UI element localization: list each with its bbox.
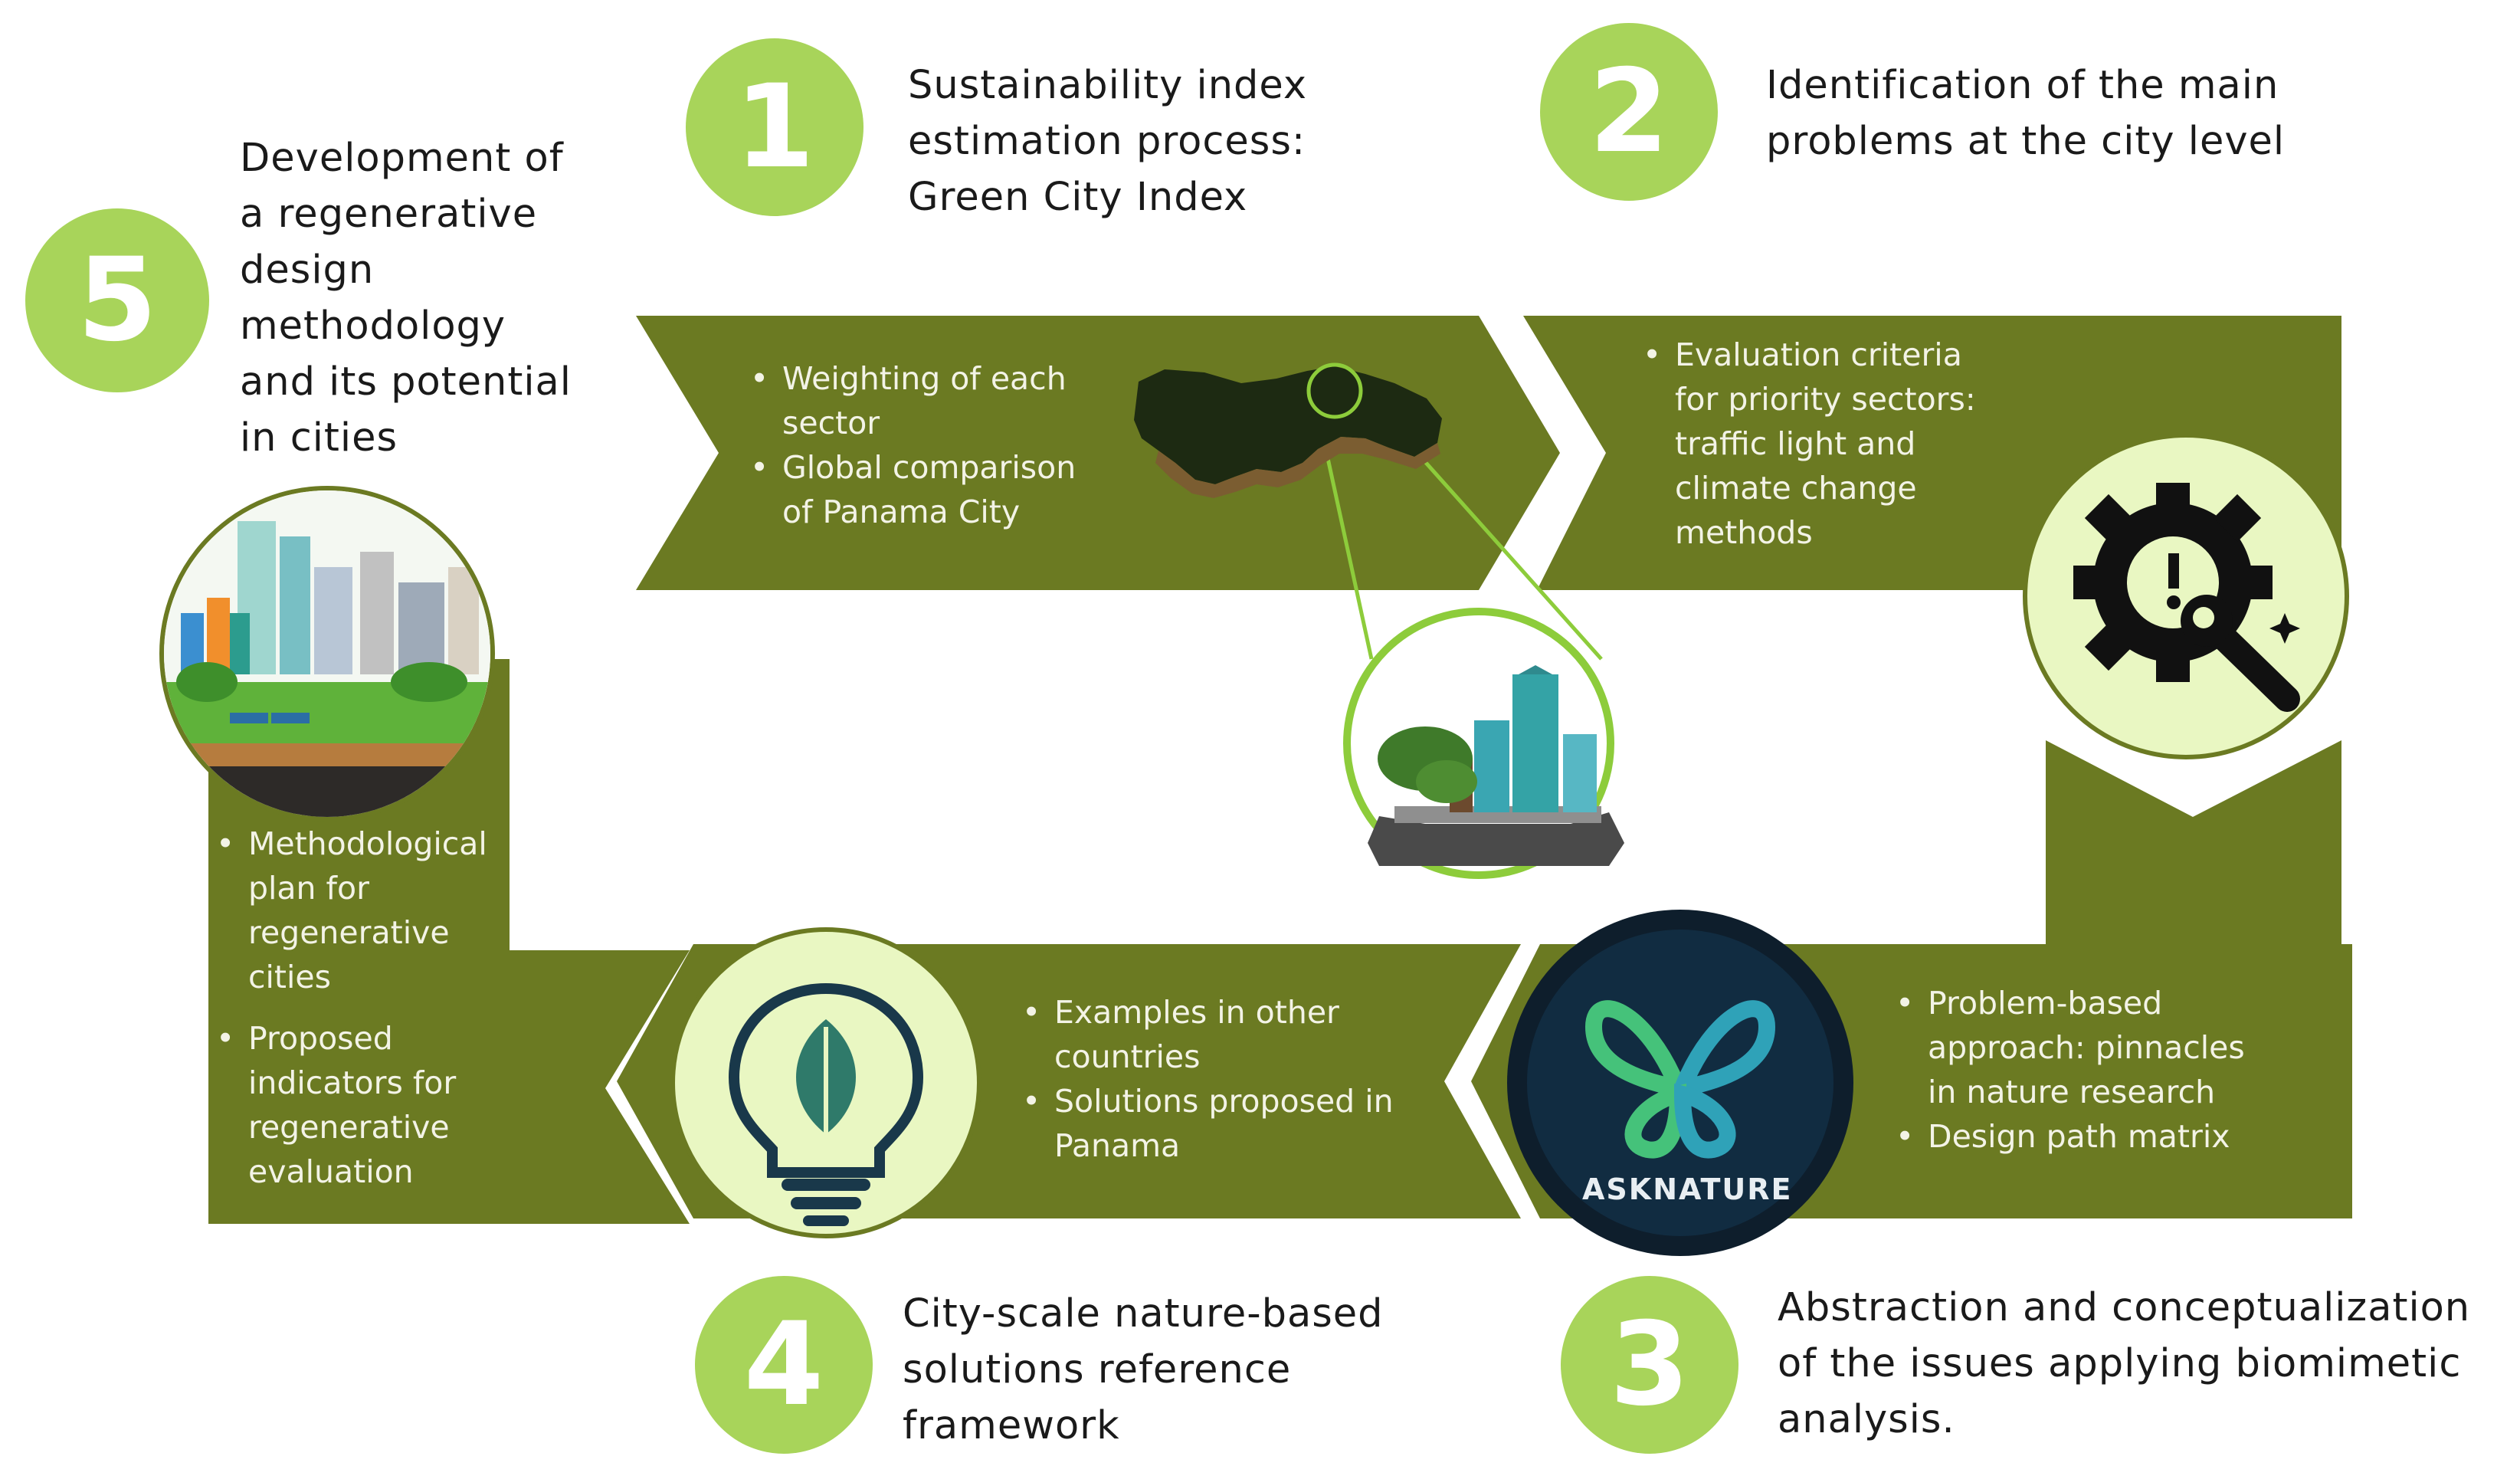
panama-city-skyline-icon <box>1343 608 1624 879</box>
asknature-wordmark: ASKNATURE <box>1582 1172 1793 1206</box>
step-title-1: Sustainability index estimation process:… <box>908 63 1308 220</box>
step-number-3: 3 <box>1561 1276 1738 1454</box>
step-number-1: 1 <box>686 38 863 216</box>
asknature-butterfly-logo <box>1507 910 1853 1256</box>
step-number-4: 4 <box>695 1276 873 1454</box>
step-number-2: 2 <box>1540 23 1718 201</box>
bullet-item: Design path matrix <box>1892 1114 2245 1159</box>
leaf-lightbulb-icon <box>670 927 981 1238</box>
gear-wrench-alert-icon <box>2023 433 2349 759</box>
step-title-4: City-scale nature-based solutions refere… <box>903 1291 1384 1448</box>
step-title-2: Identification of the main problems at t… <box>1766 63 2286 164</box>
step-number-5: 5 <box>25 208 209 392</box>
green-city-illustration <box>159 486 495 822</box>
step-title-3: Abstraction and conceptualization of the… <box>1778 1285 2471 1442</box>
panama-map-icon <box>1134 362 1442 498</box>
step-title-5: Development of a regenerative design met… <box>240 136 572 461</box>
